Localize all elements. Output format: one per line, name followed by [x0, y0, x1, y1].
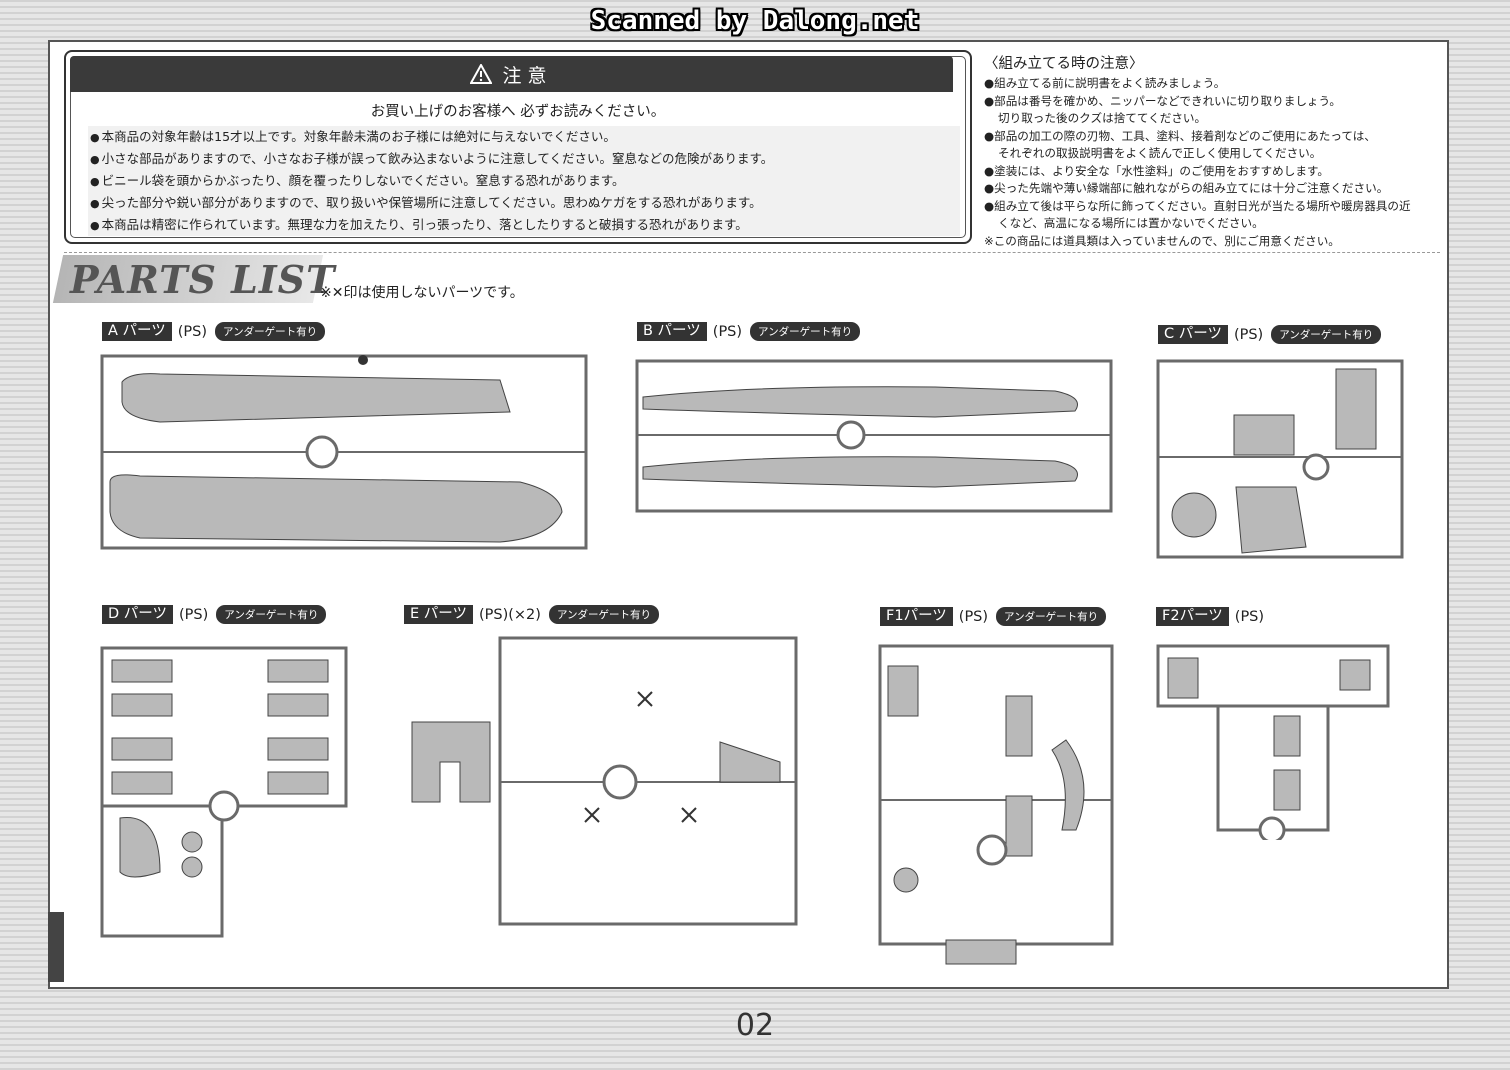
list-item: ●ビニール袋を頭からかぶったり、顔を覆ったりしないでください。窒息する恐れがあり… — [90, 173, 625, 188]
section-label-e: E パーツ(PS)(×2)アンダーゲート有り — [404, 605, 660, 624]
assembly-line: それぞれの取扱説明書をよく読んで正しく使用してください。 — [998, 146, 1322, 160]
section-divider — [64, 252, 1440, 254]
notice-header-text: 注意 — [502, 64, 553, 87]
sprue-d — [100, 646, 348, 938]
parts-list-note: ※✕印は使用しないパーツです。 — [320, 285, 524, 301]
sprue-a — [100, 354, 588, 550]
assembly-line: くなど、高温になる場所には置かないでください。 — [998, 216, 1264, 230]
sprue-b — [635, 359, 1113, 513]
assembly-line: ●部品の加工の際の刃物、工具、塗料、接着剤などのご使用にあたっては、 — [984, 128, 1376, 143]
notice-list: ●本商品の対象年齢は15才以上です。対象年齢未満のお子様には絶対に与えないでくだ… — [88, 126, 960, 236]
section-label-d: D パーツ(PS)アンダーゲート有り — [102, 605, 327, 624]
warning-triangle-icon — [470, 64, 493, 84]
assembly-line: ●部品は番号を確かめ、ニッパーなどできれいに切り取りましょう。 — [984, 93, 1342, 108]
page-number: 02 — [735, 1008, 775, 1043]
list-item: ●本商品は精密に作られています。無理な力を加えたり、引っ張ったり、落としたりする… — [90, 217, 748, 232]
instruction-page: 注意 お買い上げのお客様へ 必ずお読みください。 ●本商品の対象年齢は15才以上… — [48, 40, 1449, 989]
list-item: ●尖った部分や鋭い部分がありますので、取り扱いや保管場所に注意してください。思わ… — [90, 195, 762, 210]
list-item: ●本商品の対象年齢は15才以上です。対象年齢未満のお子様には絶対に与えないでくだ… — [90, 129, 616, 144]
assembly-line: ※この商品には道具類は入っていませんので、別にご用意ください。 — [984, 233, 1340, 248]
section-label-a: A パーツ(PS)アンダーゲート有り — [102, 322, 326, 341]
assembly-line: ●尖った先端や薄い縁端部に触れながらの組み立てには十分ご注意ください。 — [984, 181, 1389, 195]
assembly-line: ●組み立て後は平らな所に飾ってください。直射日光が当たる場所や暖房器具の近 — [984, 198, 1411, 213]
section-label-f1: F1パーツ(PS)アンダーゲート有り — [880, 607, 1107, 626]
sprue-e — [411, 636, 798, 926]
section-label-c: C パーツ(PS)アンダーゲート有り — [1158, 325, 1382, 344]
assembly-title: 〈組み立てる時の注意〉 — [984, 56, 1144, 72]
scan-credit: Scanned by Dalong.net — [590, 6, 920, 36]
assembly-line: ●組み立てる前に説明書をよく読みましょう。 — [984, 76, 1226, 90]
sprue-f2 — [1156, 644, 1390, 840]
assembly-line: ●塗装には、より安全な「水性塗料」のご使用をおすすめします。 — [984, 163, 1329, 178]
warning-notice: 注意 お買い上げのお客様へ 必ずお読みください。 ●本商品の対象年齢は15才以上… — [64, 50, 972, 244]
side-mark — [48, 912, 64, 982]
notice-subtitle: お買い上げのお客様へ 必ずお読みください。 — [370, 104, 666, 120]
sprue-f1 — [878, 644, 1114, 965]
assembly-notes: 〈組み立てる時の注意〉 ●組み立てる前に説明書をよく読みましょう。 ●部品は番号… — [984, 52, 1444, 250]
list-item: ●小さな部品がありますので、小さなお子様が誤って飲み込まないように注意してくださ… — [90, 151, 774, 166]
sprue-c — [1156, 359, 1404, 559]
section-label-b: B パーツ(PS)アンダーゲート有り — [637, 322, 861, 341]
notice-header: 注意 — [70, 56, 953, 92]
parts-list-title: PARTS LIST — [70, 257, 336, 302]
section-label-f2: F2パーツ(PS) — [1156, 607, 1264, 626]
assembly-line: 切り取った後のクズは捨ててください。 — [998, 111, 1207, 125]
